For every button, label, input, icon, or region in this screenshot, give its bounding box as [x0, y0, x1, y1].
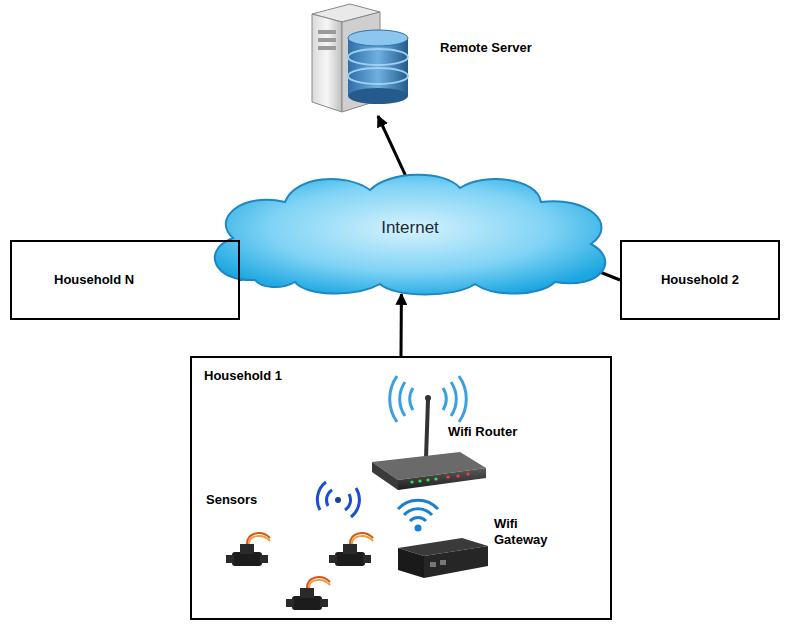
- wifi-signal: [317, 482, 359, 517]
- node-label: Household 2: [661, 272, 739, 288]
- household-box: Household N: [10, 240, 240, 320]
- cloud-node: Internet: [195, 168, 625, 298]
- household-box: Household 1: [190, 356, 612, 620]
- server-node: Remote Server: [300, 4, 560, 116]
- arrow-connector: [378, 116, 406, 176]
- flow-sensor: [226, 533, 373, 610]
- node-label: Household N: [54, 272, 134, 288]
- household-box: Household 2: [620, 240, 780, 320]
- node-label: Remote Server: [440, 40, 532, 56]
- node-label: Household 1: [204, 368, 598, 384]
- gateway-device: [398, 538, 488, 578]
- device-label: Wifi Router: [448, 424, 517, 440]
- server-icon: [312, 4, 408, 112]
- device-label: Sensors: [206, 492, 257, 508]
- device-label: Wifi Gateway: [494, 516, 554, 548]
- cloud-label: Internet: [381, 218, 439, 238]
- arrow-connector: [400, 294, 403, 356]
- wifi-symbol: [398, 500, 438, 531]
